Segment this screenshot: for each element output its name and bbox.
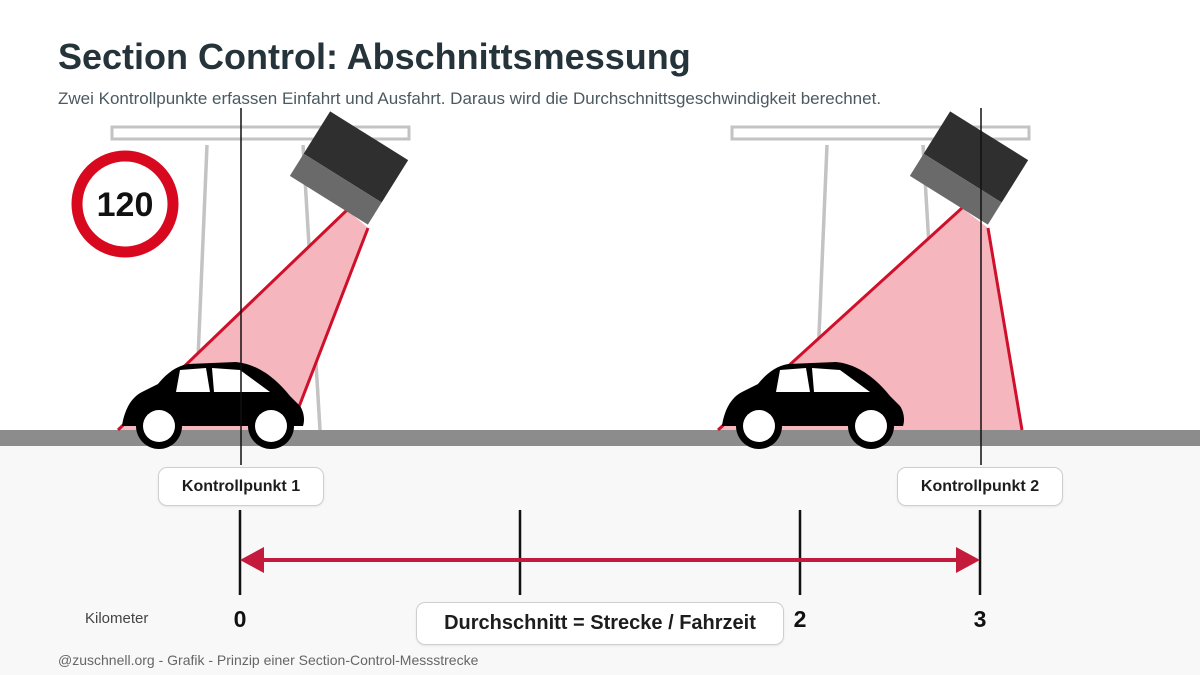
speed-limit-value: 120 bbox=[97, 186, 154, 224]
checkpoint-1-label: Kontrollpunkt 1 bbox=[158, 467, 324, 506]
km-axis-label: Kilometer bbox=[85, 610, 149, 627]
speed-limit-ring bbox=[71, 150, 179, 258]
gantry-1-beam bbox=[110, 125, 411, 141]
page-subtitle: Zwei Kontrollpunkte erfassen Einfahrt un… bbox=[58, 89, 882, 108]
km-tick-label-0: 0 bbox=[233, 606, 247, 632]
footer-credit: @zuschnell.org - Grafik - Prinzip einer … bbox=[58, 652, 479, 668]
km-tick-label-2: 2 bbox=[793, 606, 807, 632]
camera-1-icon bbox=[289, 111, 409, 225]
page-title: Section Control: Abschnittsmessung bbox=[58, 36, 691, 77]
speed-limit-sign: 120 bbox=[71, 150, 179, 258]
car-2-icon bbox=[722, 362, 904, 449]
formula-box: Durchschnitt = Strecke / Fahrzeit bbox=[416, 602, 784, 645]
camera-2-icon bbox=[909, 111, 1029, 225]
km-tick-label-3: 3 bbox=[973, 606, 987, 632]
checkpoint-2-label: Kontrollpunkt 2 bbox=[897, 467, 1063, 506]
road-surface bbox=[0, 430, 1200, 446]
gantry-2-beam bbox=[730, 125, 1031, 141]
distance-arrow bbox=[240, 547, 980, 573]
car-1-icon bbox=[122, 362, 304, 449]
